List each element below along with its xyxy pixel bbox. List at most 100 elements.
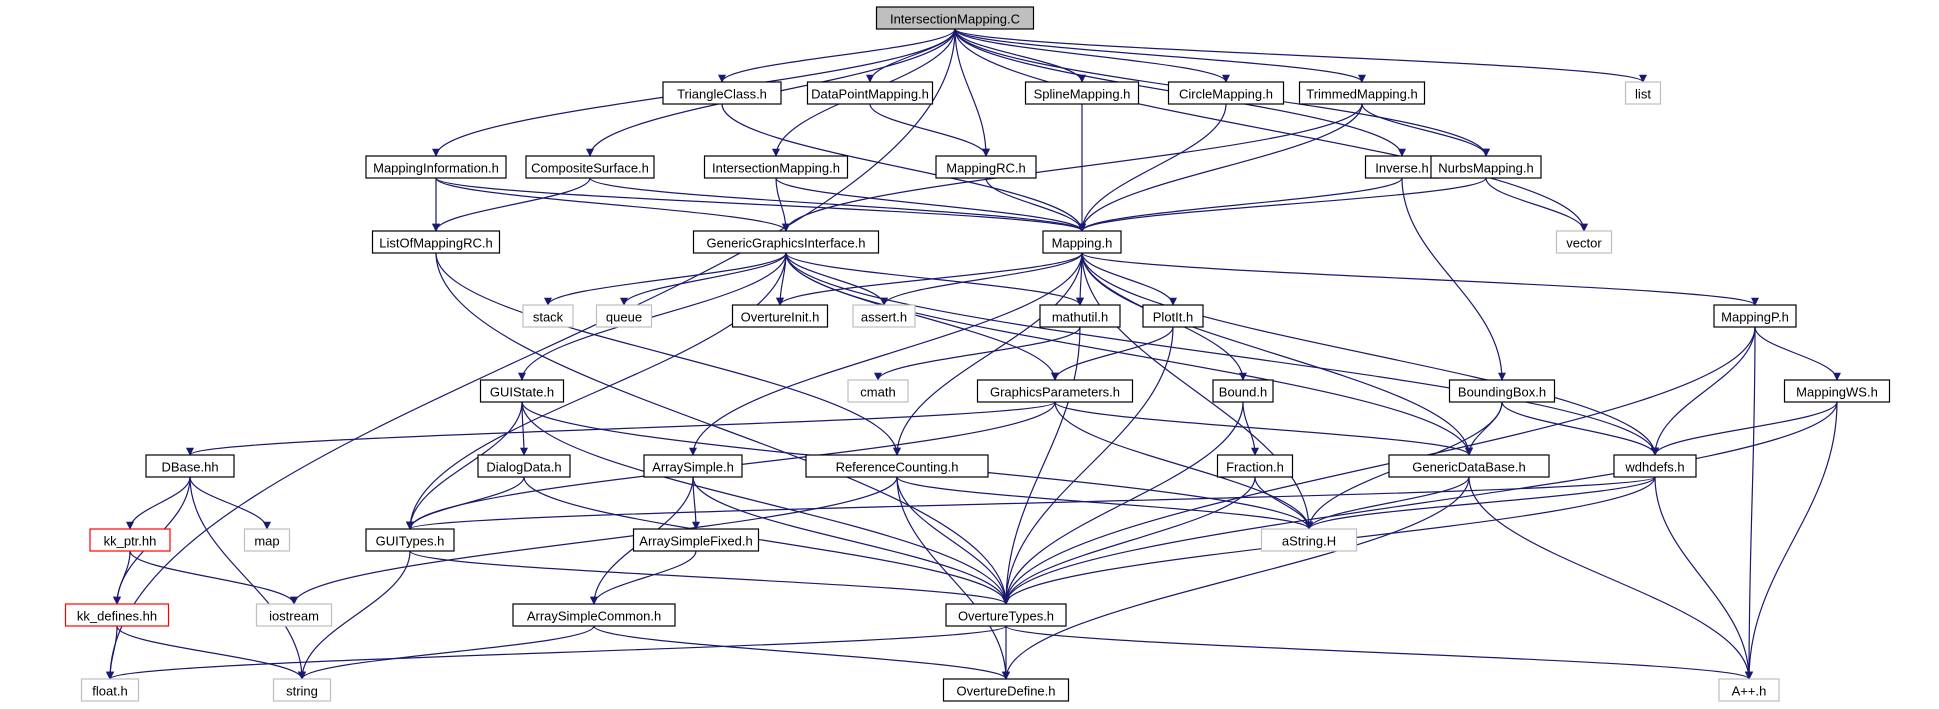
node-aString[interactable]: aString.H <box>1260 528 1358 552</box>
node-CompositeSurface[interactable]: CompositeSurface.h <box>525 155 655 179</box>
node-box <box>64 603 170 627</box>
edge-ListOfMappingRC-to-ReferenceCounting <box>435 252 901 456</box>
node-iostream[interactable]: iostream <box>255 603 333 627</box>
node-DialogData[interactable]: DialogData.h <box>477 454 571 478</box>
node-stack[interactable]: stack <box>522 304 574 328</box>
node-label: CircleMapping.h <box>1179 87 1273 102</box>
node-TriangleClass[interactable]: TriangleClass.h <box>662 81 782 105</box>
edge-Mapping-to-OvertureInit <box>776 252 1083 306</box>
node-OvertureInit[interactable]: OvertureInit.h <box>731 304 829 328</box>
node-kk_defines[interactable]: kk_defines.hh <box>64 603 170 627</box>
edge-kk_ptr-to-iostream <box>129 550 298 605</box>
edge-GenericDataBase-to-OvertureDefine <box>1002 476 1470 680</box>
node-CircleMapping[interactable]: CircleMapping.h <box>1167 81 1285 105</box>
edge-root-to-vector <box>954 28 1588 232</box>
node-assert[interactable]: assert.h <box>852 304 916 328</box>
edge-DBase-to-kk_ptr <box>126 476 191 530</box>
edge-MappingWS-to-OvertureTypes <box>1002 401 1838 605</box>
node-box <box>1024 81 1140 105</box>
node-string[interactable]: string <box>272 678 332 702</box>
node-box <box>145 454 235 478</box>
node-label: GUIState.h <box>490 385 554 400</box>
node-MappingInformation[interactable]: MappingInformation.h <box>365 155 507 179</box>
node-GUIState[interactable]: GUIState.h <box>479 379 565 403</box>
node-box <box>89 528 171 552</box>
node-MappingWS[interactable]: MappingWS.h <box>1783 379 1891 403</box>
node-label: SplineMapping.h <box>1034 87 1131 102</box>
edge-IntersectionMappingH-to-GenericGraphicsInterface <box>775 177 790 232</box>
edge-Mapping-to-GenericDataBase <box>1081 252 1473 456</box>
node-OvertureTypes[interactable]: OvertureTypes.h <box>945 603 1067 627</box>
edge-Mapping-to-PlotIt <box>1081 252 1177 306</box>
node-label: DialogData.h <box>486 460 561 475</box>
node-DataPointMapping[interactable]: DataPointMapping.h <box>806 81 934 105</box>
node-GenericDataBase[interactable]: GenericDataBase.h <box>1388 454 1550 478</box>
edge-OvertureTypes-to-float <box>106 625 1007 680</box>
node-kk_ptr[interactable]: kk_ptr.hh <box>89 528 171 552</box>
node-label: ListOfMappingRC.h <box>379 236 492 251</box>
edge-Mapping-to-wdhdefs <box>1081 252 1659 456</box>
node-label: DataPointMapping.h <box>811 87 929 102</box>
edge-GraphicsParameters-to-aString <box>1054 401 1313 530</box>
node-ArraySimpleCommon[interactable]: ArraySimpleCommon.h <box>512 603 676 627</box>
edge-Mapping-to-ArraySimple <box>689 252 1083 456</box>
node-float[interactable]: float.h <box>80 678 140 702</box>
node-label: mathutil.h <box>1052 310 1108 325</box>
node-box <box>632 528 760 552</box>
node-box <box>942 678 1070 702</box>
node-box <box>847 379 909 403</box>
edge-PlotIt-to-OvertureTypes <box>1002 326 1174 605</box>
node-MappingRC[interactable]: MappingRC.h <box>935 155 1037 179</box>
node-box <box>692 230 880 254</box>
node-mathutil[interactable]: mathutil.h <box>1039 304 1121 328</box>
node-DBase[interactable]: DBase.hh <box>145 454 235 478</box>
node-BoundingBox[interactable]: BoundingBox.h <box>1448 379 1556 403</box>
node-label: aString.H <box>1282 534 1336 549</box>
node-label: OvertureDefine.h <box>957 684 1056 699</box>
edge-GenericGraphicsInterface-to-GUITypes <box>406 252 787 530</box>
node-ArraySimpleFixed[interactable]: ArraySimpleFixed.h <box>632 528 760 552</box>
node-Bound[interactable]: Bound.h <box>1212 379 1274 403</box>
node-ListOfMappingRC[interactable]: ListOfMappingRC.h <box>371 230 501 254</box>
node-root[interactable]: IntersectionMapping.C <box>875 6 1035 30</box>
node-box <box>1430 155 1542 179</box>
edge-BoundingBox-to-wdhdefs <box>1501 401 1659 456</box>
edge-GUIState-to-GUITypes <box>406 401 523 530</box>
node-App[interactable]: A++.h <box>1718 678 1780 702</box>
node-box <box>595 304 653 328</box>
node-list[interactable]: list <box>1624 81 1662 105</box>
node-GenericGraphicsInterface[interactable]: GenericGraphicsInterface.h <box>692 230 880 254</box>
node-label: TrimmedMapping.h <box>1306 87 1418 102</box>
node-OvertureDefine[interactable]: OvertureDefine.h <box>942 678 1070 702</box>
node-box <box>1713 304 1797 328</box>
node-cmath[interactable]: cmath <box>847 379 909 403</box>
node-label: assert.h <box>861 310 907 325</box>
edge-GenericDataBase-to-App <box>1468 476 1753 680</box>
node-vector[interactable]: vector <box>1555 230 1613 254</box>
node-GraphicsParameters[interactable]: GraphicsParameters.h <box>976 379 1134 403</box>
node-Fraction[interactable]: Fraction.h <box>1216 454 1294 478</box>
node-label: queue <box>606 310 642 325</box>
node-queue[interactable]: queue <box>595 304 653 328</box>
node-map[interactable]: map <box>243 528 291 552</box>
edge-root-to-CircleMapping <box>954 28 1230 83</box>
node-wdhdefs[interactable]: wdhdefs.h <box>1613 454 1697 478</box>
node-ArraySimple[interactable]: ArraySimple.h <box>643 454 743 478</box>
node-MappingP[interactable]: MappingP.h <box>1713 304 1797 328</box>
node-label: kk_defines.hh <box>77 609 157 624</box>
node-label: vector <box>1566 236 1602 251</box>
node-SplineMapping[interactable]: SplineMapping.h <box>1024 81 1140 105</box>
node-TrimmedMapping[interactable]: TrimmedMapping.h <box>1298 81 1426 105</box>
edge-Bound-to-OvertureTypes <box>1002 401 1244 605</box>
node-PlotIt[interactable]: PlotIt.h <box>1142 304 1204 328</box>
edge-ReferenceCounting-to-OvertureTypes <box>896 476 1010 605</box>
node-Inverse[interactable]: Inverse.h <box>1364 155 1440 179</box>
node-label: ArraySimpleCommon.h <box>527 609 661 624</box>
node-GUITypes[interactable]: GUITypes.h <box>365 528 455 552</box>
node-NurbsMapping[interactable]: NurbsMapping.h <box>1430 155 1542 179</box>
node-box <box>1216 454 1294 478</box>
node-Mapping[interactable]: Mapping.h <box>1042 230 1122 254</box>
node-ReferenceCounting[interactable]: ReferenceCounting.h <box>805 454 989 478</box>
node-IntersectionMappingH[interactable]: IntersectionMapping.h <box>703 155 849 179</box>
edge-MappingP-to-wdhdefs <box>1651 326 1756 456</box>
